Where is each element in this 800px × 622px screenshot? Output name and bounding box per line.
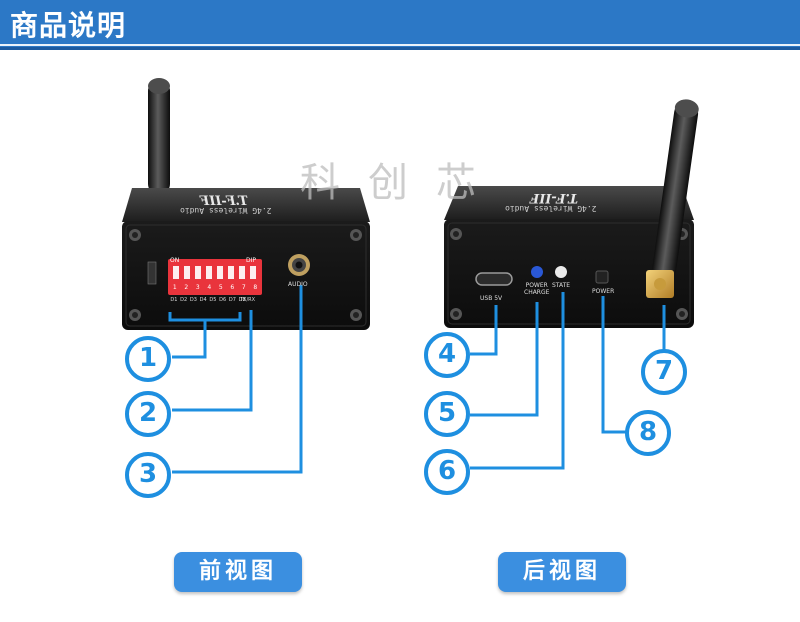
channel-label-2: D2 xyxy=(180,297,188,303)
dip-number-4: 4 xyxy=(207,284,212,291)
dip-number-6: 6 xyxy=(230,284,235,291)
callout-5 xyxy=(424,391,470,437)
callout-8 xyxy=(625,410,671,456)
front-device xyxy=(122,78,370,474)
dip-number-1: 1 xyxy=(172,284,177,291)
channel-label-8: D8 xyxy=(238,297,246,303)
back-brand: T.F-IIF xyxy=(530,190,578,205)
power-charge-label-line-1: POWER xyxy=(525,282,548,289)
watermark: 科创芯 xyxy=(300,160,504,206)
dip-number-row: 1 2 3 4 5 6 7 8 xyxy=(169,284,261,291)
callout-number-5: 5 xyxy=(437,398,457,428)
front-panel-line-1: 2.4G Wireless Audio xyxy=(180,206,272,215)
header-divider-dark xyxy=(0,47,800,50)
dip-number-8: 8 xyxy=(253,284,258,291)
callout-number-6: 6 xyxy=(437,456,457,486)
header-divider xyxy=(0,44,800,46)
back-panel-line-1: 2.4G Wireless Audio xyxy=(505,204,597,213)
power-button xyxy=(595,270,609,284)
callout-2 xyxy=(125,391,171,437)
dip-switch xyxy=(168,259,262,295)
callout-1 xyxy=(125,336,171,382)
usb-c-port xyxy=(475,272,513,286)
dip-on-label: ON xyxy=(170,257,180,264)
audio-label: AUDIO xyxy=(288,281,308,288)
state-led xyxy=(555,266,567,278)
power-charge-label-line-2: CHARGE xyxy=(524,289,550,296)
callout-number-2: 2 xyxy=(138,398,158,428)
channel-label-7: D7 xyxy=(228,297,236,303)
channel-label-4: D4 xyxy=(199,297,207,303)
front-leader-lines xyxy=(168,285,303,474)
power-label: POWER xyxy=(592,288,615,295)
callout-number-1: 1 xyxy=(138,343,158,373)
page-title: 商品说明 xyxy=(10,9,127,42)
dip-number-2: 2 xyxy=(184,284,189,291)
callout-number-7: 7 xyxy=(654,356,674,386)
usb-label: USB 5V xyxy=(480,295,503,302)
page-header: 商品说明 xyxy=(0,0,800,50)
back-antenna xyxy=(652,99,699,280)
power-charge-label: POWER CHARGE xyxy=(524,282,549,296)
dip-dip-label: DIP xyxy=(246,257,257,264)
txrx-label: TX/RX xyxy=(240,297,256,303)
back-leader-lines xyxy=(470,292,666,470)
front-antenna xyxy=(148,80,170,195)
callout-6 xyxy=(424,449,470,495)
channel-label-3: D3 xyxy=(189,297,197,303)
back-device xyxy=(444,99,699,470)
dip-number-3: 3 xyxy=(195,284,200,291)
dip-keys xyxy=(173,266,256,279)
back-view-label: 后视图 xyxy=(498,552,626,592)
channel-label-1: D1 xyxy=(170,297,178,303)
callout-number-8: 8 xyxy=(638,417,658,447)
channel-label-6: D6 xyxy=(219,297,227,303)
callout-7 xyxy=(641,349,687,395)
dip-number-5: 5 xyxy=(218,284,223,291)
front-view-label: 前视图 xyxy=(174,552,302,592)
callout-3 xyxy=(125,452,171,498)
callouts xyxy=(125,332,687,498)
channel-label-row: D1 D2 D3 D4 D5 D6 D7 D8 xyxy=(169,297,247,303)
callout-number-3: 3 xyxy=(138,459,158,489)
power-charge-led xyxy=(531,266,543,278)
dip-number-7: 7 xyxy=(241,284,246,291)
callout-number-4: 4 xyxy=(437,339,457,369)
callout-4 xyxy=(424,332,470,378)
state-label: STATE xyxy=(552,282,571,289)
channel-label-5: D5 xyxy=(209,297,217,303)
